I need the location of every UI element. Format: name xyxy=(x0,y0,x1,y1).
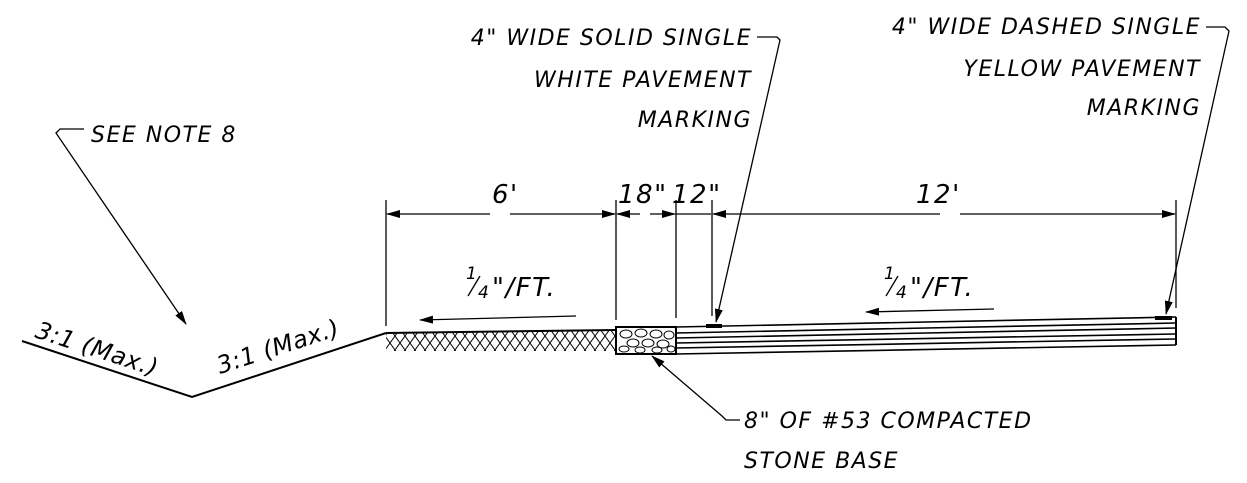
right-slope-label: 3:1 (Max.) xyxy=(213,314,343,380)
lane-slope-fraction-den: 4 xyxy=(896,283,908,303)
pavement-layers xyxy=(675,316,1177,355)
shoulder-slope-arrow xyxy=(419,315,577,324)
shoulder-surface-line xyxy=(385,329,617,334)
lane-slope-fraction-bar xyxy=(885,275,899,297)
stone-base-line-2: STONE BASE xyxy=(744,449,899,474)
yellow-marking-line-3: MARKING xyxy=(1087,96,1201,121)
yellow-marking-leader xyxy=(1164,26,1230,315)
shoulder-hatched-area xyxy=(386,330,616,351)
lane-slope-arrow xyxy=(865,307,995,316)
stone-base-callout: 8" OF #53 COMPACTED STONE BASE xyxy=(651,355,1033,474)
shoulder-slope-fraction-den: 4 xyxy=(478,283,490,303)
stone-base-line-1: 8" OF #53 COMPACTED xyxy=(744,409,1033,434)
shoulder-width-dimension: 6' xyxy=(492,180,519,210)
white-marking-line-3: MARKING xyxy=(638,108,752,133)
shoulder-slope-fraction-bar xyxy=(467,275,481,297)
offset-width-dimension: 12" xyxy=(672,180,722,210)
left-slope-label: 3:1 (Max.) xyxy=(32,316,162,382)
stone-base-aggregate xyxy=(618,328,676,354)
dimension-extension-lines xyxy=(385,200,1177,326)
yellow-marking-callout: 4" WIDE DASHED SINGLE YELLOW PAVEMENT MA… xyxy=(892,15,1230,315)
lane-slope-fraction-num: 1 xyxy=(884,264,896,284)
lane-width-dimension: 12' xyxy=(916,180,961,210)
white-marking-leader xyxy=(714,36,781,323)
see-note-callout: SEE NOTE 8 xyxy=(55,123,237,325)
see-note-label: SEE NOTE 8 xyxy=(91,123,237,148)
stone-base-leader xyxy=(651,355,740,421)
shoulder-cross-slope: 1 4 "/FT. xyxy=(419,264,577,324)
lane-cross-slope: 1 4 "/FT. xyxy=(865,264,995,316)
lane-slope-suffix: "/FT. xyxy=(910,273,974,303)
side-slope-ground-line xyxy=(21,332,387,399)
yellow-marking-line-1: 4" WIDE DASHED SINGLE xyxy=(892,15,1201,40)
shoulder-slope-fraction-num: 1 xyxy=(466,264,478,284)
white-marking-callout: 4" WIDE SOLID SINGLE WHITE PAVEMENT MARK… xyxy=(471,26,781,323)
white-marking-line-1: 4" WIDE SOLID SINGLE xyxy=(471,26,752,51)
gutter-width-dimension: 18" xyxy=(618,180,668,210)
see-note-leader xyxy=(55,128,187,325)
white-marking-line-2: WHITE PAVEMENT xyxy=(534,68,752,93)
yellow-marking-line-2: YELLOW PAVEMENT xyxy=(963,57,1201,82)
shoulder-slope-suffix: "/FT. xyxy=(492,273,556,303)
